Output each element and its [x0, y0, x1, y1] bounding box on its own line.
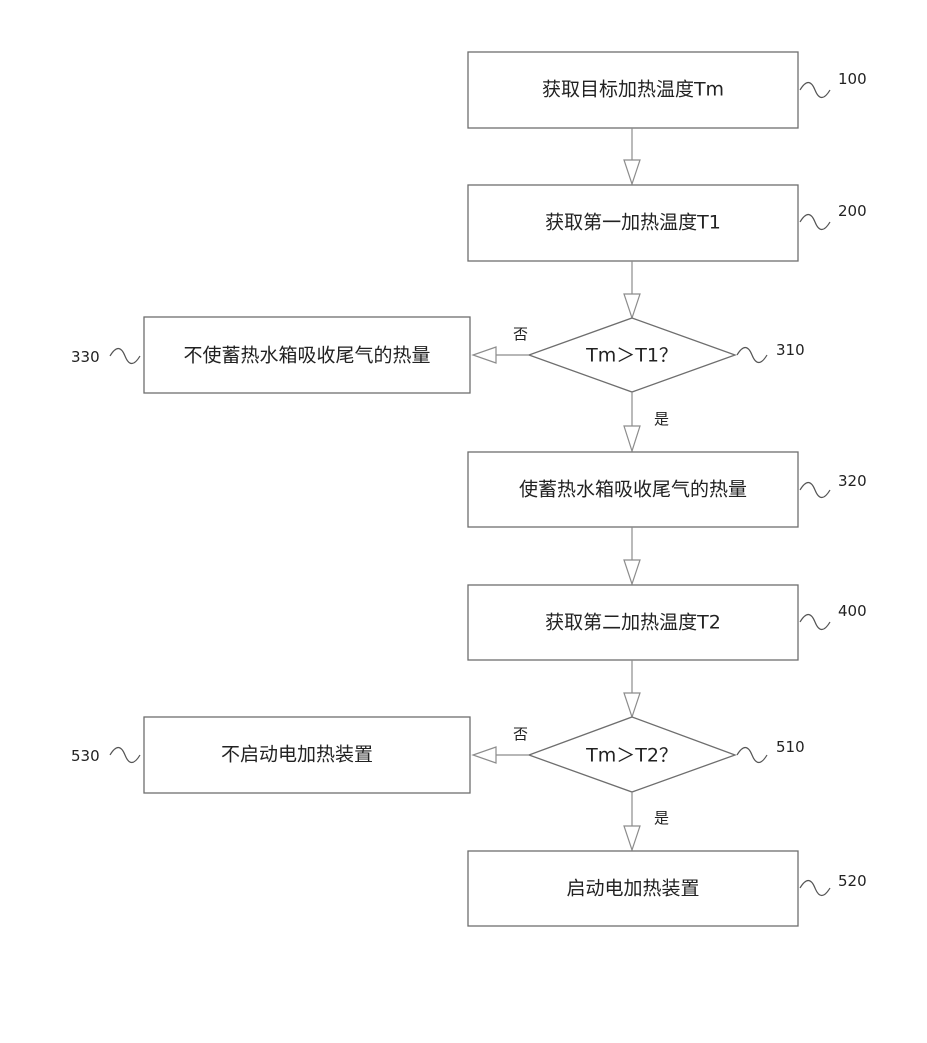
branch-yes-510: 是 [654, 809, 669, 827]
arrowhead-200-310 [624, 294, 640, 318]
ref-310-squiggle [737, 348, 767, 363]
ref-100-squiggle [800, 83, 830, 98]
ref-530-squiggle [110, 748, 140, 763]
ref-530-label: 530 [71, 747, 100, 765]
ref-320-squiggle [800, 483, 830, 498]
ref-310-label: 310 [776, 341, 805, 359]
step-100-text: 获取目标加热温度Tm [542, 79, 724, 101]
step-320-text: 使蓄热水箱吸收尾气的热量 [519, 479, 747, 501]
arrowhead-310-330 [473, 347, 496, 363]
arrowhead-310-320 [624, 426, 640, 451]
ref-200-label: 200 [838, 202, 867, 220]
step-530-text: 不启动电加热装置 [221, 744, 373, 766]
ref-400-squiggle [800, 615, 830, 630]
ref-320-label: 320 [838, 472, 867, 490]
branch-no-510: 否 [513, 725, 528, 743]
ref-330-squiggle [110, 349, 140, 364]
ref-510-squiggle [737, 748, 767, 763]
step-330-text: 不使蓄热水箱吸收尾气的热量 [183, 345, 430, 367]
arrowhead-510-530 [473, 747, 496, 763]
branch-no-310: 否 [513, 325, 528, 343]
ref-100-label: 100 [838, 70, 867, 88]
step-400-text: 获取第二加热温度T2 [545, 612, 721, 634]
step-200-text: 获取第一加热温度T1 [545, 212, 721, 234]
arrowhead-320-400 [624, 560, 640, 584]
ref-510-label: 510 [776, 738, 805, 756]
ref-330-label: 330 [71, 348, 100, 366]
ref-400-label: 400 [838, 602, 867, 620]
decision-310-text: Tm＞T1？ [585, 345, 678, 367]
ref-520-squiggle [800, 881, 830, 896]
step-520-text: 启动电加热装置 [566, 878, 699, 900]
ref-520-label: 520 [838, 872, 867, 890]
arrowhead-510-520 [624, 826, 640, 850]
arrowhead-400-510 [624, 693, 640, 717]
ref-200-squiggle [800, 215, 830, 230]
branch-yes-310: 是 [654, 410, 669, 428]
arrowhead-100-200 [624, 160, 640, 184]
decision-510-text: Tm＞T2？ [585, 745, 678, 767]
